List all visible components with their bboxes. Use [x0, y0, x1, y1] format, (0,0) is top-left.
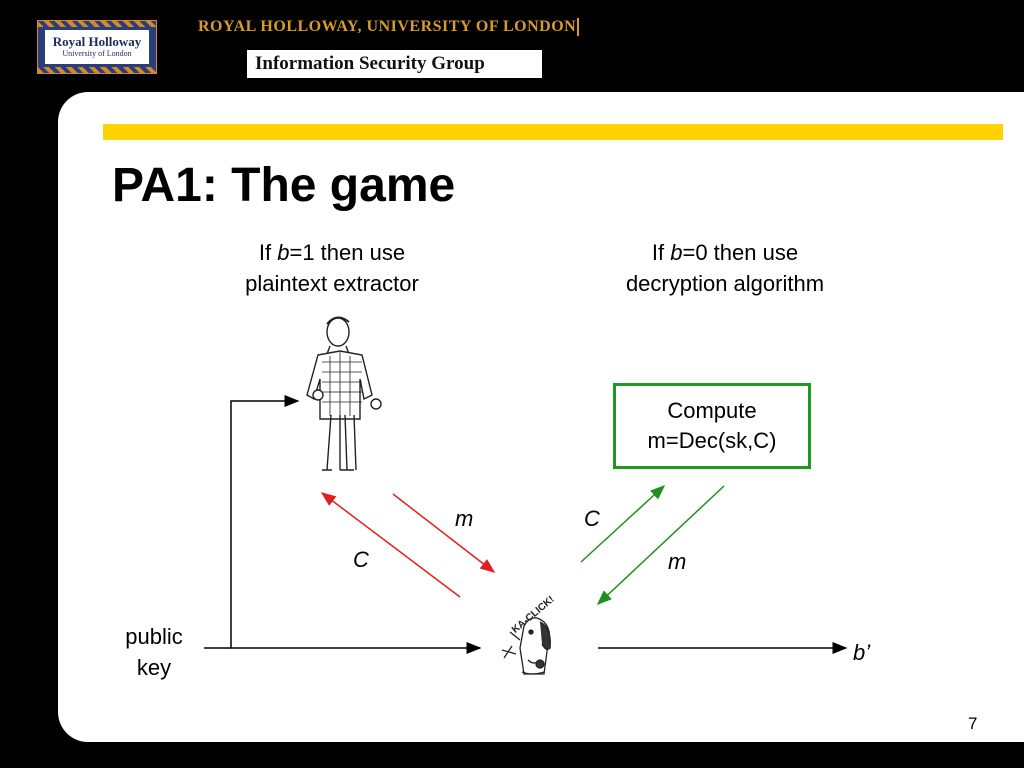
- decryption-box: Compute m=Dec(sk,C): [613, 383, 811, 469]
- public-key-to-extractor-arrow: [204, 395, 300, 649]
- label-m-left: m: [455, 506, 474, 531]
- right-caption: If b=0 then use decryption algorithm: [625, 240, 825, 296]
- decryption-box-line1: Compute: [667, 398, 757, 423]
- logo-line1: Royal Holloway: [52, 34, 142, 49]
- label-m-right: m: [668, 549, 687, 574]
- left-caption: If b=1 then use plaintext extractor: [245, 240, 419, 296]
- royal-holloway-logo: Royal Holloway University of London: [37, 20, 157, 74]
- ciphertext-to-decrypt-arrow: [580, 484, 666, 563]
- extractor-man-icon: [306, 316, 382, 471]
- message-to-adversary-right-arrow: [596, 485, 725, 606]
- ciphertext-to-extractor-arrow: [320, 492, 461, 598]
- label-c-right: C: [584, 506, 600, 531]
- group-name: Information Security Group: [255, 53, 485, 74]
- title-accent-bar: [103, 124, 1003, 140]
- logo-line2: University of London: [62, 49, 132, 58]
- header-divider: [577, 18, 579, 36]
- label-output: b’: [853, 640, 871, 665]
- public-key-label: public key: [125, 624, 183, 680]
- group-banner: Information Security Group: [247, 50, 542, 78]
- adversary-dog-icon: [501, 617, 551, 675]
- page-number: 7: [968, 714, 978, 733]
- header-tab: [968, 0, 1024, 92]
- decryption-box-line2: m=Dec(sk,C): [647, 428, 777, 453]
- university-name: ROYAL HOLLOWAY, UNIVERSITY OF LONDON: [198, 18, 577, 35]
- slide-title: PA1: The game: [112, 159, 456, 212]
- message-to-adversary-left-arrow: [392, 493, 496, 573]
- label-c-left: C: [353, 547, 369, 572]
